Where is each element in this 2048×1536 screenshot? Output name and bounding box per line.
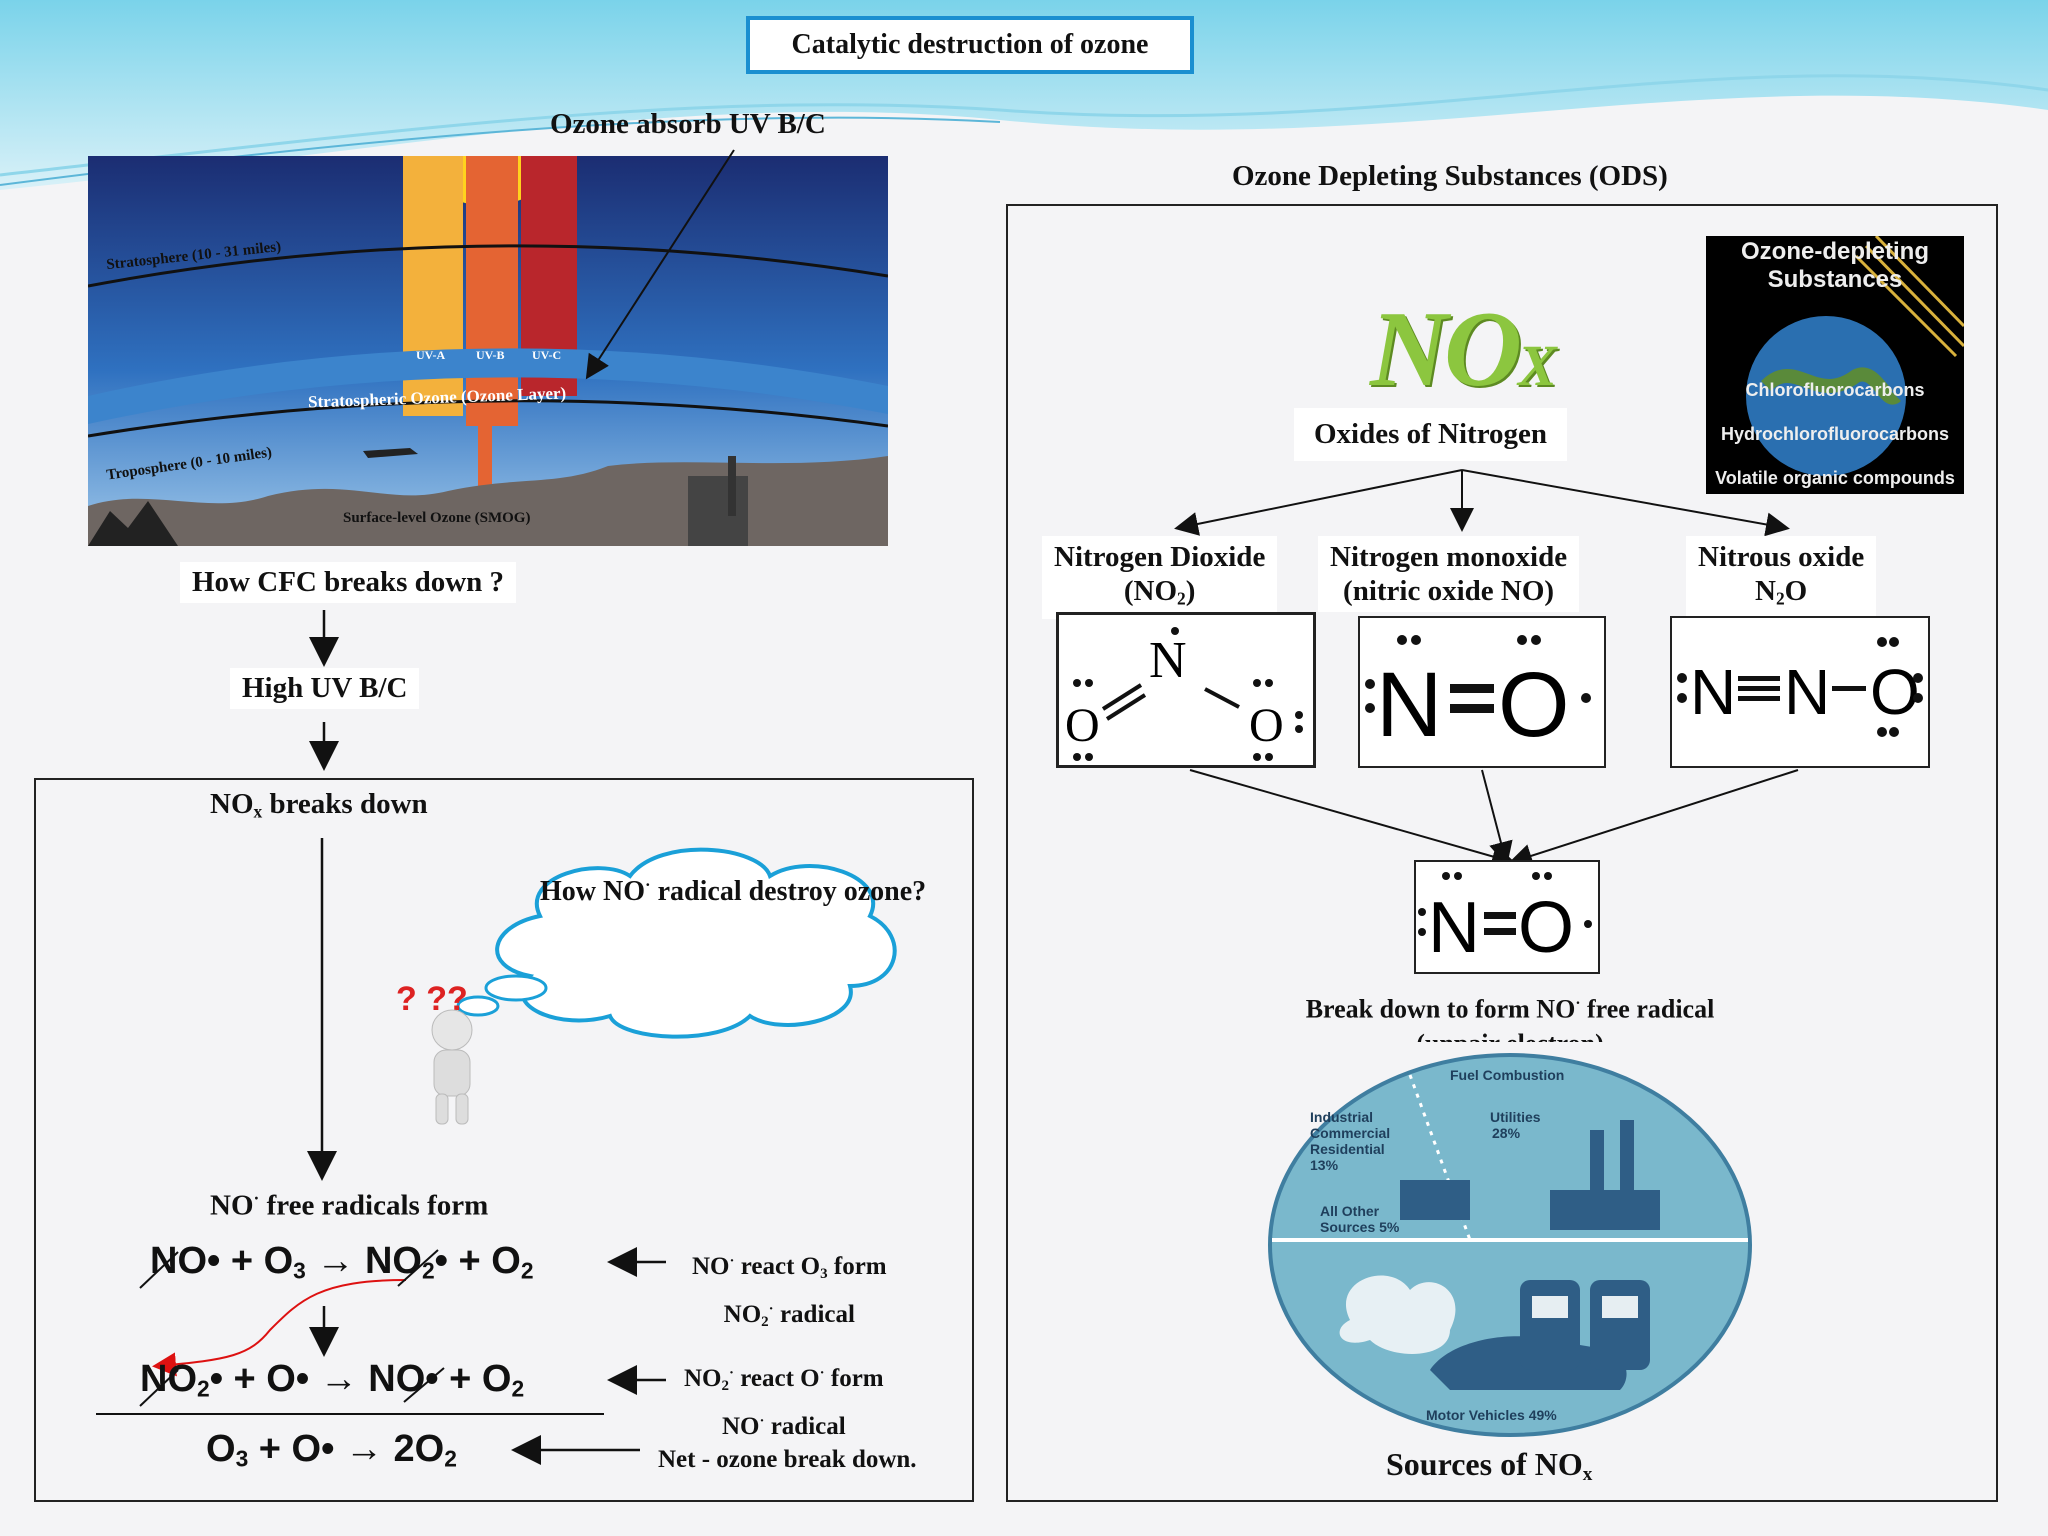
smog-label: Surface-level Ozone (SMOG) (343, 510, 531, 526)
uv-c-label: UV-C (532, 348, 562, 362)
fuel-combustion-label: Fuel Combustion (1450, 1067, 1564, 1083)
oxides-of-nitrogen-label: Oxides of Nitrogen (1294, 408, 1568, 461)
svg-text:N: N (1376, 654, 1442, 756)
sources-of-nox-caption: Sources of NOx (1386, 1446, 1593, 1485)
ods-substances-image: Ozone-depleting Substances Chlorofluoroc… (1706, 236, 1964, 494)
residential-label: Residential (1310, 1141, 1385, 1157)
radicals-form-label: NO· free radicals form (210, 1188, 489, 1222)
net-reaction: O3 + O• → 2O2 (206, 1428, 457, 1472)
svg-text:O: O (1498, 654, 1570, 756)
ods-panel (1006, 204, 1998, 1502)
high-uv-label: High UV B/C (230, 668, 420, 709)
svg-text:O: O (1870, 656, 1920, 728)
cfc-breakdown-question: How CFC breaks down ? (180, 562, 517, 603)
svg-text:O: O (1518, 888, 1574, 968)
no2-lewis-structure: N O O (1056, 612, 1316, 768)
no-radical-structure: N O (1414, 860, 1600, 974)
reaction-2: NO2• + O• → NO• + O2 (140, 1358, 525, 1402)
nox-reaction-panel (34, 778, 974, 1502)
nox-sources-illustration: Fuel Combustion Industrial Commercial Re… (1268, 1053, 1752, 1437)
svg-text:N: N (1690, 656, 1736, 728)
thought-text: How NO· radical destroy ozone? (540, 875, 927, 908)
uv-b-label: UV-B (476, 348, 505, 362)
utilities-percent: 28% (1492, 1125, 1521, 1141)
no-radical-caption: Break down to form NO· free radical(unpa… (1305, 994, 1715, 1042)
no-lewis-structure: N O (1358, 616, 1606, 768)
n2o-lewis-structure: N N O (1670, 616, 1930, 768)
nox-logo: NOX (1370, 290, 1557, 409)
ods-heading: Ozone Depleting Substances (ODS) (1232, 160, 1668, 192)
no2-label: Nitrogen Dioxide(NO2) (1042, 536, 1278, 620)
atmosphere-illustration: Stratosphere (10 - 31 miles) UV-A UV-B U… (88, 156, 888, 546)
motor-vehicles-label: Motor Vehicles 49% (1426, 1407, 1557, 1423)
utilities-label: Utilities (1490, 1109, 1541, 1125)
other-sources-label: All Other (1320, 1203, 1380, 1219)
svg-text:N: N (1784, 656, 1830, 728)
industrial-label: Industrial (1310, 1109, 1373, 1125)
net-reaction-note: Net - ozone break down. (658, 1446, 917, 1473)
ozone-absorb-caption: Ozone absorb UV B/C (550, 108, 826, 140)
nox-breaks-down-label: NOx breaks down (210, 788, 428, 822)
thought-cloud (456, 847, 897, 1039)
other-sources-percent: Sources 5% (1320, 1219, 1400, 1235)
svg-text:N: N (1428, 888, 1480, 968)
industrial-percent: 13% (1310, 1157, 1339, 1173)
no-label: Nitrogen monoxide(nitric oxide NO) (1318, 536, 1580, 612)
reaction-1: NO• + O3 → NO2• + O2 (150, 1240, 534, 1284)
page-title: Catalytic destruction of ozone (746, 16, 1194, 74)
uv-a-label: UV-A (416, 348, 446, 362)
svg-text:N: N (1149, 632, 1187, 689)
svg-text:O: O (1249, 699, 1284, 752)
commercial-label: Commercial (1310, 1125, 1390, 1141)
thinking-person-figure: ? ?? (396, 980, 473, 1125)
svg-text:O: O (1065, 699, 1100, 752)
